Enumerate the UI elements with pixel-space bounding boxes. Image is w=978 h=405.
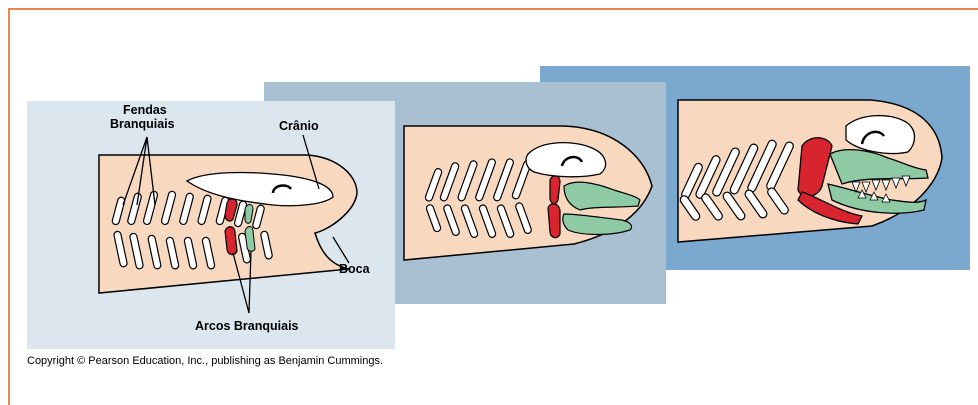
stage-1-illustration (27, 101, 395, 349)
label-fendas-line2: Branquiais (110, 117, 175, 131)
label-boca: Boca (339, 262, 370, 276)
stage-2-red-arch-lower (548, 204, 560, 238)
label-arcos: Arcos Branquiais (195, 319, 299, 333)
stage-2-red-arch-upper (550, 176, 560, 204)
stage-1-panel: Fendas Branquiais Crânio Boca Arcos Bran… (27, 101, 395, 349)
stage-1-red-arch-lower (225, 227, 237, 255)
label-fendas-line1: Fendas (123, 103, 167, 117)
copyright-notice: Copyright © Pearson Education, Inc., pub… (27, 355, 383, 367)
label-cranio: Crânio (279, 119, 319, 133)
boca-pointer (333, 237, 349, 263)
